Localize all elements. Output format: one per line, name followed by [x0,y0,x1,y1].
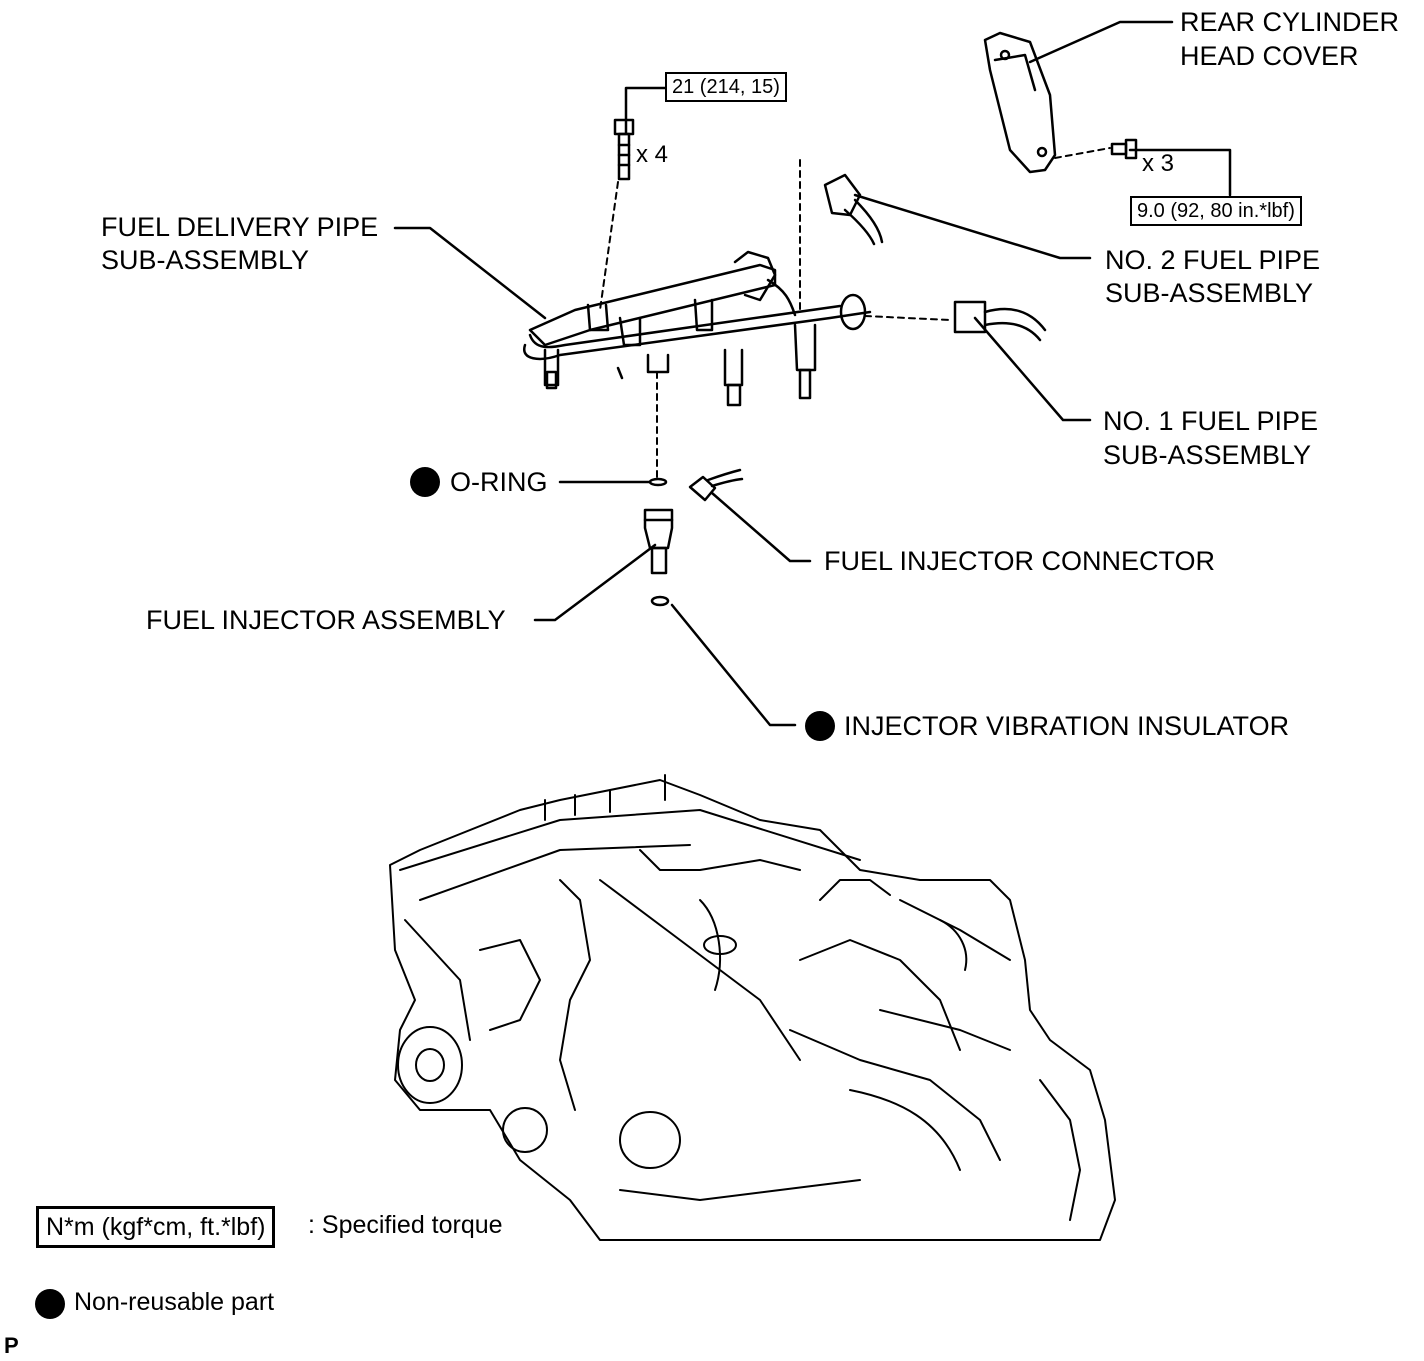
injector-connector-part [688,468,744,502]
label-fuel-delivery-pipe-line2: SUB-ASSEMBLY [101,245,310,275]
torque-delivery-pipe-bolt: 21 (214, 15) [665,72,787,102]
label-fuel-injector-connector: FUEL INJECTOR CONNECTOR [824,546,1216,576]
filled-circle-icon [35,1289,65,1319]
legend-torque-box: N*m (kgf*cm, ft.*lbf) [36,1206,276,1248]
no2-fuel-pipe [823,173,884,246]
nonreusable-dot-vibration-insulator [805,711,835,741]
footer-mark: P [4,1333,19,1358]
label-fuel-delivery-pipe-line1: FUEL DELIVERY PIPE [101,212,379,242]
torque-cover-bolt: 9.0 (92, 80 in.*lbf) [1130,196,1302,226]
label-injector-vibration-insulator: INJECTOR VIBRATION INSULATOR [844,711,1290,741]
leader-lines [393,20,1232,727]
no1-fuel-pipe [953,300,1047,342]
label-no1-fuel-pipe-line1: NO. 1 FUEL PIPE [1103,406,1319,436]
fuel-injector-part [643,508,674,575]
dashed-assembly-lines [599,147,1111,481]
quantity-delivery-pipe-bolt: x 4 [636,141,669,168]
label-rear-cylinder-head-cover-line2: HEAD COVER [1180,41,1359,71]
label-rear-cylinder-head-cover-line1: REAR CYLINDER [1180,7,1400,37]
cover-bolt [1110,138,1138,160]
label-o-ring: O-RING [450,467,548,497]
fuel-delivery-pipe [523,250,872,407]
legend-torque-text: : Specified torque [308,1211,503,1239]
label-fuel-injector-assembly: FUEL INJECTOR ASSEMBLY [146,605,506,635]
o-ring-part [648,477,668,487]
label-no2-fuel-pipe-line1: NO. 2 FUEL PIPE [1105,245,1321,275]
label-no1-fuel-pipe-line2: SUB-ASSEMBLY [1103,440,1312,470]
delivery-pipe-bolt [613,118,635,181]
legend-nonreusable-text: Non-reusable part [74,1288,275,1316]
label-no2-fuel-pipe-line2: SUB-ASSEMBLY [1105,278,1314,308]
engine-block [389,774,1116,1241]
rear-cylinder-head-cover [983,31,1057,174]
quantity-cover-bolt: x 3 [1142,150,1175,177]
vibration-insulator-part [650,595,670,607]
nonreusable-dot-o-ring [410,467,440,497]
